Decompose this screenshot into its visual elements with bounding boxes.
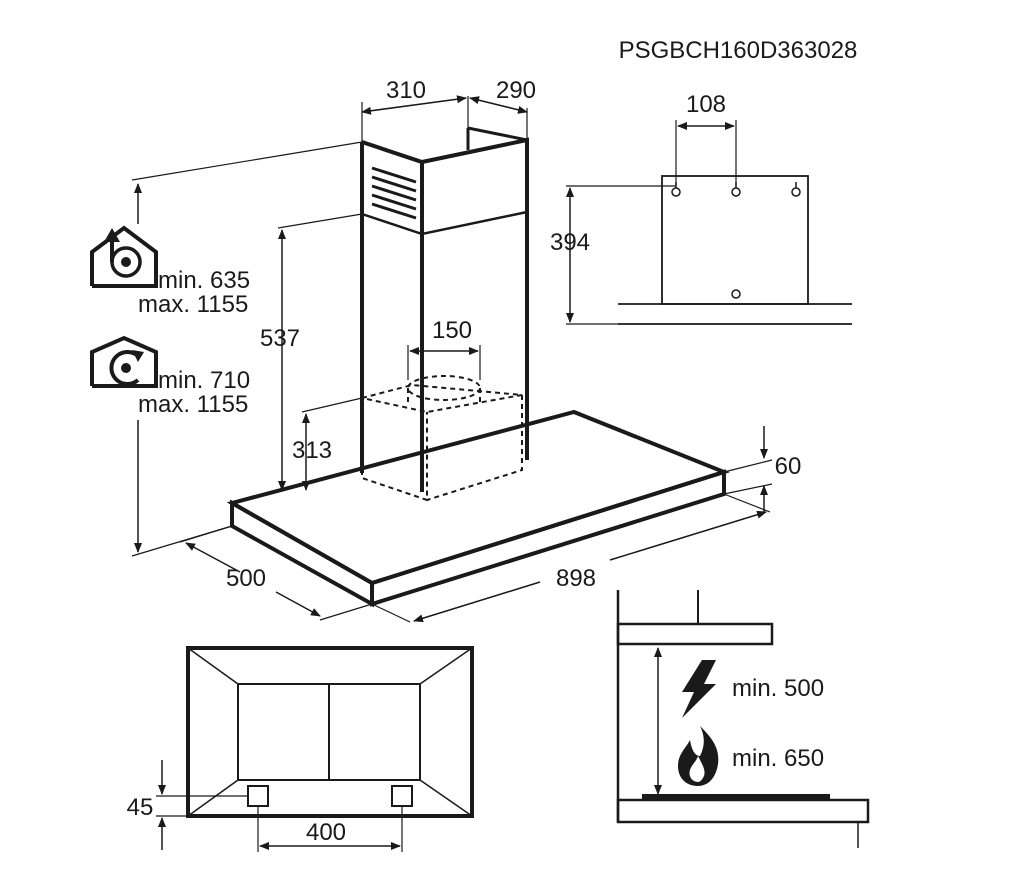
dim-canopy-height: 60 bbox=[775, 453, 802, 480]
underside-view bbox=[156, 646, 474, 852]
clearance-view bbox=[616, 590, 870, 848]
hood-isometric bbox=[226, 126, 730, 608]
dim-chimney-depth: 290 bbox=[496, 77, 536, 104]
dim-bracket-height: 394 bbox=[550, 229, 590, 256]
dim-outlet-diameter: 150 bbox=[432, 317, 472, 344]
dim-chimney-height: 537 bbox=[260, 325, 300, 352]
dim-chimney-width: 310 bbox=[386, 77, 426, 104]
electric-clearance: min. 500 bbox=[732, 675, 824, 702]
gas-hob-icon bbox=[678, 726, 719, 786]
gas-clearance: min. 650 bbox=[732, 745, 824, 772]
extraction-mode-icon bbox=[90, 225, 158, 288]
keyhole-slot bbox=[791, 182, 801, 197]
model-code: PSGBCH160D363028 bbox=[619, 37, 858, 64]
dim-motor-height: 313 bbox=[292, 437, 332, 464]
dim-canopy-width: 898 bbox=[556, 565, 596, 592]
recirculation-max: max. 1155 bbox=[138, 391, 248, 418]
extraction-max: max. 1155 bbox=[138, 291, 248, 318]
recirculation-min: min. 710 bbox=[158, 367, 250, 394]
motor-box-dashed bbox=[361, 375, 523, 502]
dim-canopy-depth: 500 bbox=[226, 565, 266, 592]
dim-hole-spacing: 108 bbox=[686, 91, 726, 118]
vent-grille bbox=[371, 166, 417, 220]
dim-underside-offset: 45 bbox=[127, 794, 154, 821]
extraction-min: min. 635 bbox=[158, 267, 250, 294]
electric-hob-icon bbox=[682, 660, 716, 718]
dim-underside-spacing: 400 bbox=[306, 819, 346, 846]
mounting-bracket bbox=[566, 120, 852, 325]
recirculation-mode-icon bbox=[90, 335, 158, 388]
dimension-lines bbox=[131, 95, 773, 623]
